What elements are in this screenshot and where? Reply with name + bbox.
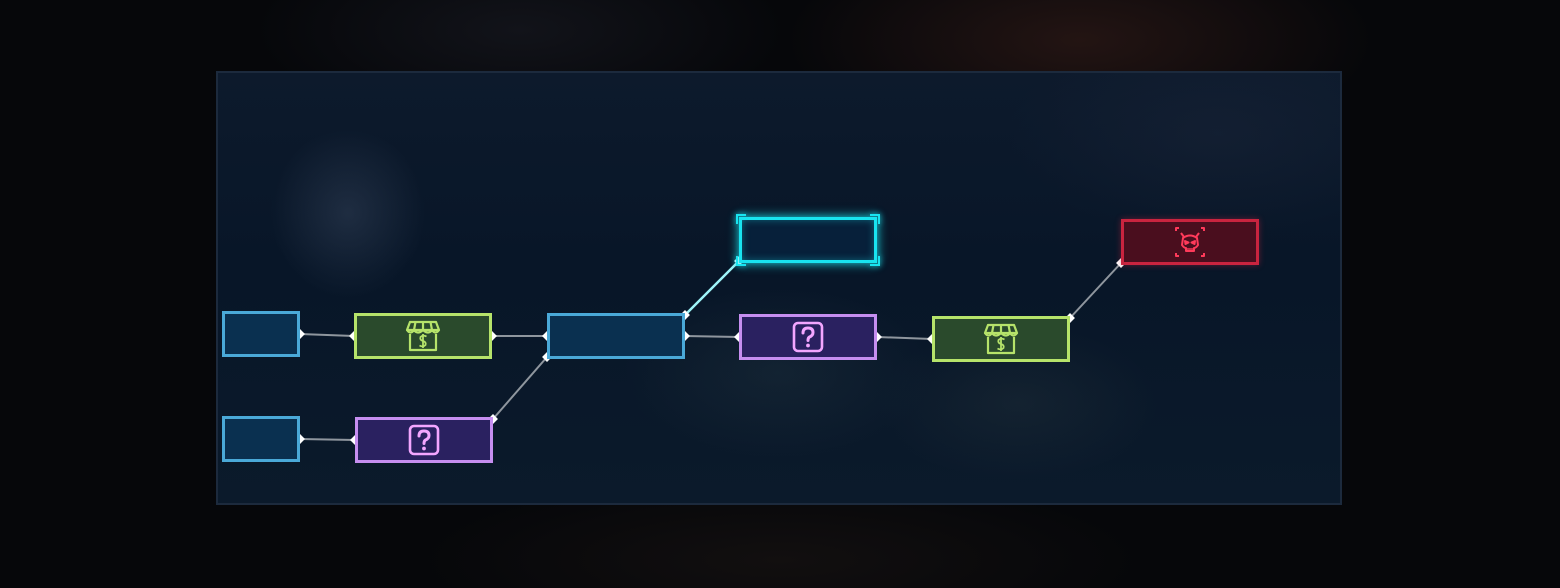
question-icon <box>792 321 824 353</box>
map-node-combat[interactable] <box>547 313 685 359</box>
map-links <box>295 256 1126 445</box>
map-node-shop[interactable] <box>354 313 492 359</box>
selection-bracket <box>870 214 880 224</box>
selection-bracket <box>870 256 880 266</box>
map-node-shop[interactable] <box>932 316 1070 362</box>
path-link <box>299 438 356 441</box>
map-node-boss[interactable] <box>1121 219 1259 265</box>
shop-icon <box>405 319 441 353</box>
shop-icon <box>983 322 1019 356</box>
active-path-link <box>684 260 740 316</box>
path-link <box>684 335 740 338</box>
map-node-combat[interactable] <box>222 416 300 462</box>
path-link <box>876 336 933 340</box>
question-icon <box>408 424 440 456</box>
map-node-current[interactable] <box>736 214 880 266</box>
path-link <box>492 356 548 420</box>
selection-bracket <box>736 256 746 266</box>
path-link <box>299 333 355 337</box>
path-link <box>1069 262 1122 319</box>
map-node-event[interactable] <box>355 417 493 463</box>
selection-bracket <box>736 214 746 224</box>
demon-skull-icon <box>1172 224 1208 260</box>
map-node-combat[interactable] <box>222 311 300 357</box>
map-panel <box>216 71 1342 505</box>
map-node-event[interactable] <box>739 314 877 360</box>
